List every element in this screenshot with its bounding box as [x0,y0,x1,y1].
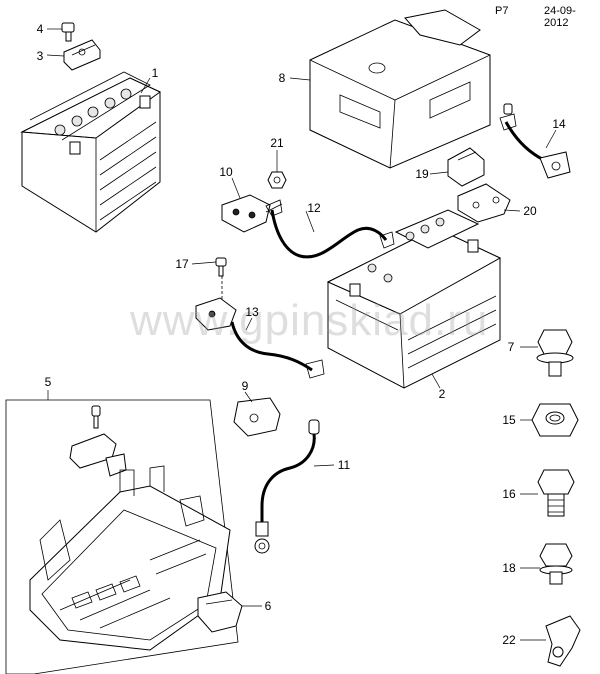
callout-19: 19 [415,167,429,181]
callout-5: 5 [44,375,52,389]
callout-11: 11 [337,458,351,472]
callout-1: 1 [151,66,159,80]
callout-22: 22 [502,633,516,647]
part-11-cable [254,419,335,554]
part-17-bolt [191,257,227,277]
callout-6: 6 [264,599,272,613]
part-14-ground-strap [499,103,571,179]
part-15-nut [520,403,579,437]
callout-20: 20 [523,204,537,218]
callout-16: 16 [502,487,516,501]
callout-18: 18 [502,561,516,575]
callout-17: 17 [175,257,189,271]
part-16-bolt [520,469,575,517]
part-2-battery [326,209,502,389]
part-20-bracket [457,183,521,223]
part-7-flange-bolt [520,329,574,377]
part-1-battery [20,71,161,233]
part-22-bracket [520,615,581,667]
part-8-cover [289,9,491,169]
part-4-bolt [47,22,75,42]
diagram-date: 24-09-2012 [544,5,576,29]
callout-2: 2 [438,387,446,401]
callout-9: 9 [241,379,249,393]
part-12-cable [265,199,395,259]
part-21-nut [267,150,287,189]
callout-8: 8 [278,71,286,85]
callout-10: 10 [219,165,233,179]
callout-21: 21 [270,136,284,150]
callout-12: 12 [307,201,321,215]
part-6-bracket [197,591,262,633]
callout-3: 3 [36,49,44,63]
part-3-clamp [46,39,101,71]
part-9-bracket [233,391,281,437]
part-10-terminal [221,177,283,233]
callout-15: 15 [502,413,516,427]
part-5-tray [5,390,239,674]
callout-4: 4 [36,22,44,36]
callout-7: 7 [507,340,515,354]
page-code: P7 [495,5,509,17]
callout-13: 13 [245,305,259,319]
part-19-cap [429,147,485,187]
callout-14: 14 [552,117,566,131]
part-18-bolt [520,543,573,585]
part-13-cable [195,276,325,379]
